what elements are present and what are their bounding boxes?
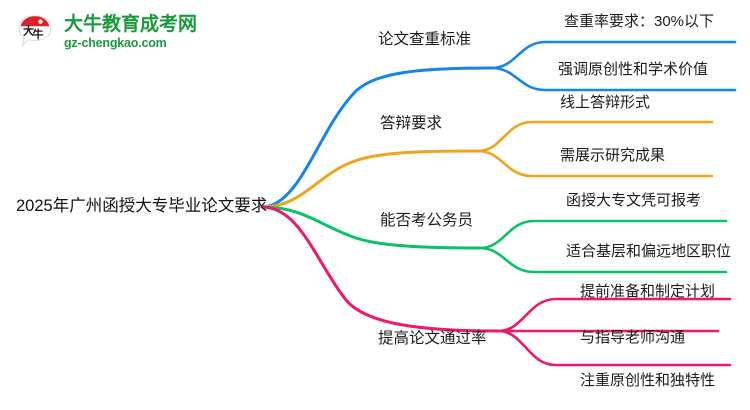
leaf-label-4-2[interactable]: 与指导老师沟通 (580, 329, 686, 346)
leaf-label-2-2[interactable]: 需展示研究成果 (560, 147, 666, 164)
branch-label-2[interactable]: 答辩要求 (380, 115, 443, 132)
branch-label-1[interactable]: 论文查重标准 (378, 31, 472, 48)
logo-text-block: 大牛教育成考网 gz-chengkao.com (64, 15, 197, 50)
branch-wires-3 (260, 205, 728, 274)
leaf-label-4-1[interactable]: 提前准备和制定计划 (580, 283, 716, 300)
leaf-label-1-1[interactable]: 查重率要求：30%以下 (564, 13, 715, 30)
leaf-label-3-1[interactable]: 函授大专文凭可报考 (566, 192, 702, 209)
daniu-bull-speech-bubble-logo: 大 牛 (14, 12, 56, 54)
site-logo[interactable]: 大 牛 大牛教育成考网 gz-chengkao.com (14, 10, 244, 56)
logo-domain: gz-chengkao.com (64, 36, 167, 51)
branch-label-4[interactable]: 提高论文通过率 (378, 330, 487, 347)
logo-title: 大牛教育成考网 (64, 14, 198, 36)
leaf-label-4-3[interactable]: 注重原创性和独特性 (580, 372, 716, 389)
svg-text:牛: 牛 (33, 27, 44, 41)
branch-label-3[interactable]: 能否考公务员 (380, 212, 474, 229)
svg-text:大: 大 (23, 24, 34, 38)
leaf-label-1-2[interactable]: 强调原创性和学术价值 (558, 61, 709, 78)
leaf-label-3-2[interactable]: 适合基层和偏远地区职位 (566, 243, 732, 260)
leaf-label-2-1[interactable]: 线上答辩形式 (560, 94, 651, 111)
root-node-label[interactable]: 2025年广州函授大专毕业论文要求 (16, 197, 268, 215)
